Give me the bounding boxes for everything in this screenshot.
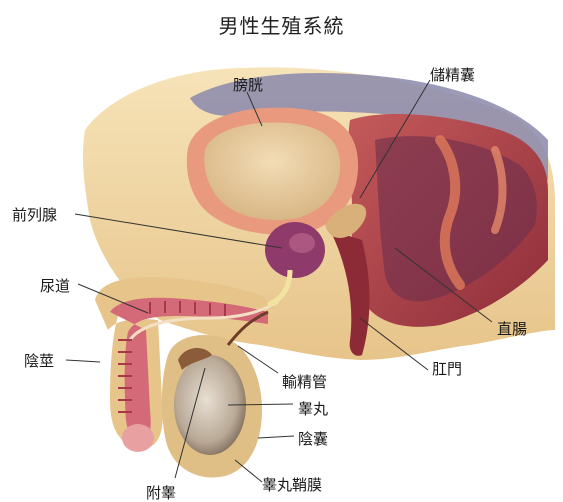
- label-penis: 陰莖: [24, 352, 54, 370]
- label-vas-deferens: 輸精管: [282, 373, 327, 391]
- label-scrotum: 陰囊: [298, 430, 328, 448]
- label-testis: 睾丸: [298, 400, 328, 418]
- label-anus: 肛門: [432, 360, 462, 378]
- prostate-highlight: [289, 233, 315, 253]
- label-prostate: 前列腺: [12, 206, 57, 224]
- label-urethra: 尿道: [40, 277, 70, 295]
- label-bladder: 膀胱: [233, 76, 263, 94]
- label-seminal-vesicle: 儲精囊: [430, 66, 475, 84]
- diagram-title: 男性生殖系統: [0, 10, 563, 39]
- label-rectum: 直腸: [497, 320, 527, 338]
- label-epididymis: 附睾: [146, 484, 176, 502]
- glans: [122, 424, 154, 452]
- label-tunica-vaginalis: 睾丸鞘膜: [262, 476, 322, 494]
